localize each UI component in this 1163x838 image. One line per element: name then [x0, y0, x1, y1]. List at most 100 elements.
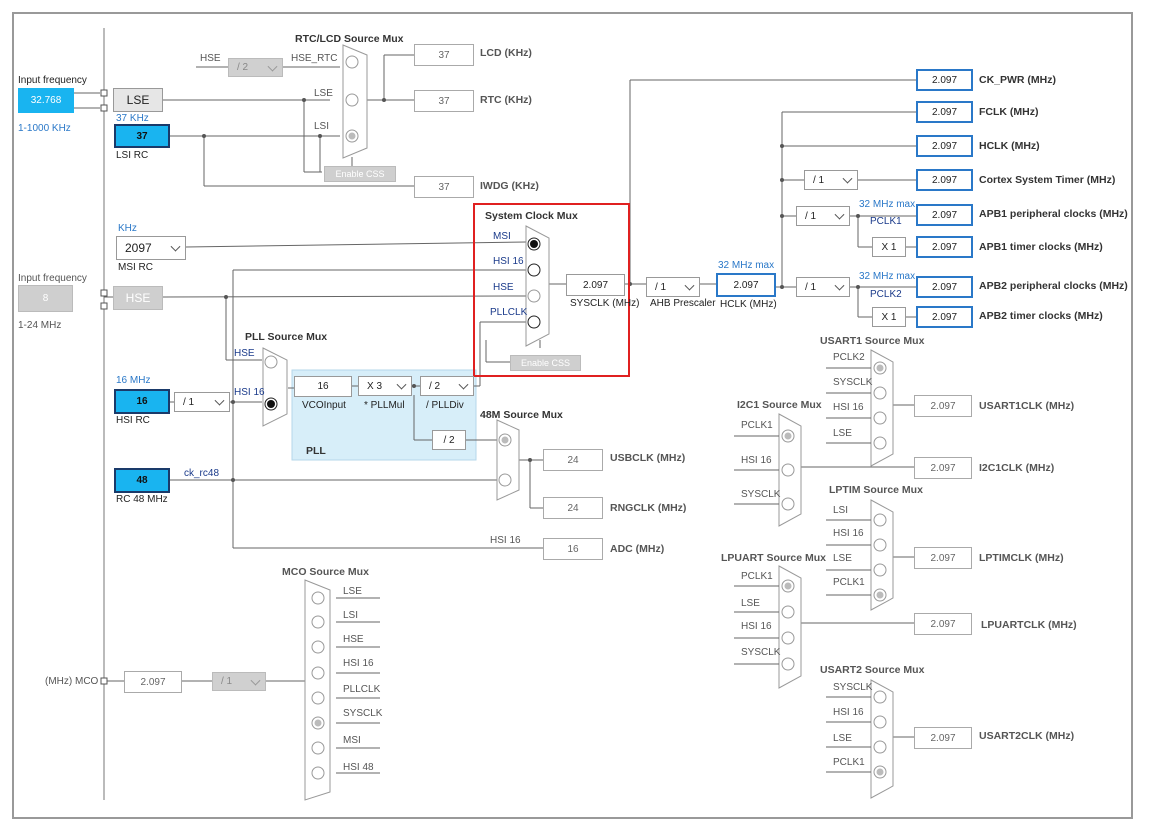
sys-enable-css-button[interactable]: Enable CSS — [510, 355, 581, 371]
mco-in-msi: MSI — [343, 735, 361, 746]
usart1-mux-body — [870, 349, 894, 467]
usart2-in-hsi16: HSI 16 — [833, 707, 864, 718]
pll-mul-label: * PLLMul — [364, 400, 405, 411]
pll-mul-dropdown[interactable]: X 3 — [358, 376, 412, 396]
pll-div-label: / PLLDiv — [426, 400, 464, 411]
pll-mux-hsi16-label: HSI 16 — [234, 387, 265, 398]
mco-in-lse: LSE — [343, 586, 362, 597]
mco-in-pllclk: PLLCLK — [343, 684, 381, 695]
chevron-down-icon — [684, 280, 695, 291]
hse-rtc-divider-dropdown[interactable]: / 2 — [228, 58, 283, 77]
lsi-rc-value[interactable]: 37 — [114, 124, 170, 148]
lse-frequency-input[interactable]: 32.768 — [18, 88, 74, 113]
chevron-down-icon — [214, 395, 225, 406]
hse-frequency-input[interactable]: 8 — [18, 285, 73, 312]
i2c1-in-sysclk: SYSCLK — [741, 489, 781, 500]
pll-name-label: PLL — [306, 445, 326, 457]
rtc-label: RTC (KHz) — [480, 94, 532, 106]
hse-rtc-label: HSE_RTC — [291, 53, 338, 64]
pll-mux-title: PLL Source Mux — [245, 331, 328, 343]
usart1-in-pclk2: PCLK2 — [833, 352, 865, 363]
rtc-mux-title: RTC/LCD Source Mux — [295, 33, 404, 45]
msi-frequency-dropdown[interactable]: 2097 — [116, 236, 186, 260]
sys-mux-msi-label: MSI — [493, 231, 511, 242]
system-clock-mux-highlight — [473, 203, 630, 377]
mco-in-sysclk: SYSCLK — [343, 708, 383, 719]
cortex-timer-value: 2.097 — [916, 169, 973, 191]
lpuart-in-pclk1: PCLK1 — [741, 571, 773, 582]
rtc-mux-lse-label: LSE — [314, 88, 333, 99]
i2c1clk-value: 2.097 — [914, 457, 972, 479]
hsi16-divider-dropdown[interactable]: / 1 — [174, 392, 230, 412]
pclk1-label: PCLK1 — [870, 216, 902, 227]
hclk-label: HCLK (MHz) — [720, 299, 777, 310]
lpuart-in-sysclk: SYSCLK — [741, 647, 781, 658]
lcd-label: LCD (KHz) — [480, 47, 532, 59]
mco-divider-dropdown[interactable]: / 1 — [212, 672, 266, 691]
iwdg-label: IWDG (KHz) — [480, 180, 539, 192]
usbclk-value: 24 — [543, 449, 603, 471]
ck-rc48-label: ck_rc48 — [184, 468, 220, 479]
pll-div-dropdown[interactable]: / 2 — [420, 376, 474, 396]
usart1-in-sysclk: SYSCLK — [833, 377, 873, 388]
rngclk-label: RNGCLK (MHz) — [610, 502, 687, 514]
chevron-down-icon — [396, 379, 407, 390]
apb2-max-label: 32 MHz max — [859, 271, 916, 282]
apb1-max-label: 32 MHz max — [859, 199, 916, 210]
lptim-mux-title: LPTIM Source Mux — [829, 484, 923, 496]
fclk-value: 2.097 — [916, 101, 973, 123]
apb2-prescaler-dropdown[interactable]: / 1 — [796, 277, 850, 297]
lse-oscillator[interactable]: LSE — [113, 88, 163, 112]
pll-mux-hse-label: HSE — [234, 348, 255, 359]
rtc-enable-css-button[interactable]: Enable CSS — [324, 166, 396, 182]
i2c1-in-hsi16: HSI 16 — [741, 455, 772, 466]
hse-oscillator[interactable]: HSE — [113, 286, 163, 310]
pclk2-label: PCLK2 — [870, 289, 902, 300]
cortex-timer-label: Cortex System Timer (MHz) — [979, 174, 1116, 186]
sys-mux-title: System Clock Mux — [485, 210, 578, 222]
msi-rc-label: MSI RC — [118, 262, 153, 273]
hclk-out-value: 2.097 — [916, 135, 973, 157]
apb2-timer-value: 2.097 — [916, 306, 973, 328]
hclk-out-label: HCLK (MHz) — [979, 140, 1040, 152]
mco-in-lsi: LSI — [343, 610, 359, 621]
usart2clk-label: USART2CLK (MHz) — [979, 730, 1075, 742]
lptim-in-lse: LSE — [833, 553, 852, 564]
mco-value: 2.097 — [124, 671, 182, 693]
cortex-timer-divider-dropdown[interactable]: / 1 — [804, 170, 858, 190]
apb1-timer-mul: X 1 — [872, 237, 906, 257]
chevron-down-icon — [834, 280, 845, 291]
pll-vco-input-label: VCOInput — [302, 400, 346, 411]
hclk-max-label: 32 MHz max — [718, 260, 775, 271]
lcd-value: 37 — [414, 44, 474, 66]
ahb-prescaler-label: AHB Prescaler — [650, 298, 716, 309]
usart2-mux-title: USART2 Source Mux — [820, 664, 925, 676]
chevron-down-icon — [170, 241, 181, 252]
ahb-prescaler-dropdown[interactable]: / 1 — [646, 277, 700, 297]
hsi16-rc-value[interactable]: 16 — [114, 389, 170, 414]
adc-value: 16 — [543, 538, 603, 560]
apb1-prescaler-dropdown[interactable]: / 1 — [796, 206, 850, 226]
pll-vco-input-value: 16 — [294, 376, 352, 397]
rtc-mux-hse-label: HSE — [200, 53, 221, 64]
ahb-prescaler-value: / 1 — [655, 281, 667, 293]
lse-range-label: 1-1000 KHz — [18, 123, 71, 134]
lsi-frequency-label: 37 KHz — [116, 113, 149, 124]
mco-in-hse: HSE — [343, 634, 364, 645]
adc-input-label: HSI 16 — [490, 535, 521, 546]
lptimclk-value: 2.097 — [914, 547, 972, 569]
lptim-in-hsi16: HSI 16 — [833, 528, 864, 539]
ck-pwr-label: CK_PWR (MHz) — [979, 74, 1056, 86]
apb1-timer-label: APB1 timer clocks (MHz) — [979, 241, 1103, 253]
hclk-value-input[interactable]: 2.097 — [716, 273, 776, 297]
rc48-value[interactable]: 48 — [114, 468, 170, 493]
apb2-timer-label: APB2 timer clocks (MHz) — [979, 310, 1103, 322]
msi-unit-label: KHz — [118, 223, 137, 234]
sys-mux-hsi16-label: HSI 16 — [493, 256, 524, 267]
hse-rtc-divider-value: / 2 — [237, 62, 249, 73]
mco-in-hsi16: HSI 16 — [343, 658, 374, 669]
usart2clk-value: 2.097 — [914, 727, 972, 749]
lpuart-in-lse: LSE — [741, 598, 760, 609]
usart1clk-label: USART1CLK (MHz) — [979, 400, 1075, 412]
